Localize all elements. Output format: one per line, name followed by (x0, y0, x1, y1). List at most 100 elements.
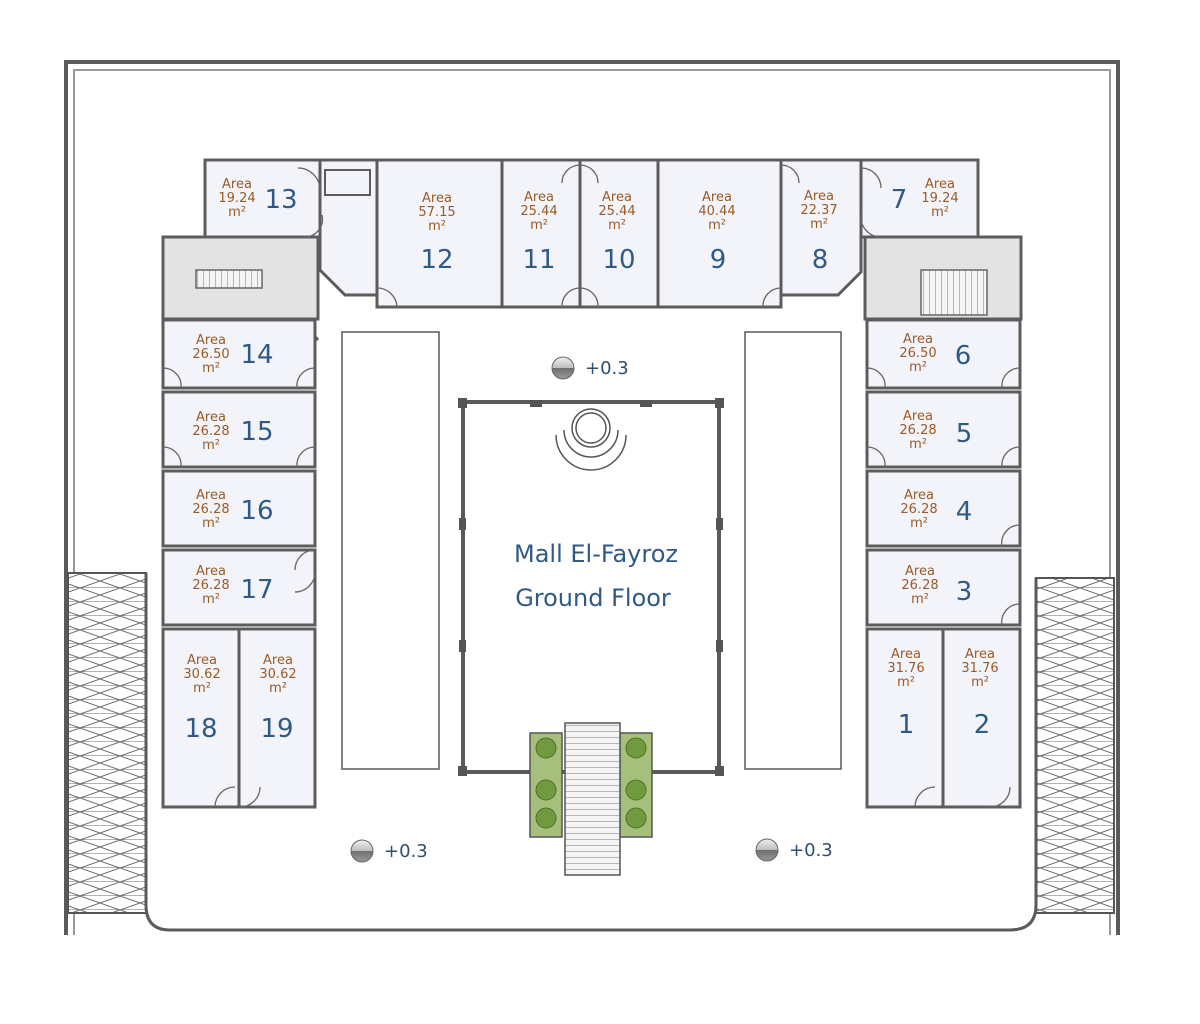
shop-number: 8 (812, 245, 829, 275)
shop-1-room (865, 627, 945, 809)
shop-11-room (500, 158, 582, 309)
shop-area-value: 25.44 (520, 204, 557, 219)
level-marker-icon (755, 838, 779, 862)
level-marker-text: +0.3 (585, 358, 629, 379)
shop-area-unit: m² (911, 592, 929, 607)
shop-number: 1 (898, 710, 915, 740)
door-swings (162, 164, 1021, 808)
shop-number: 2 (974, 710, 991, 740)
shop-area-value: 26.28 (192, 578, 229, 593)
shop-area-label: Area (965, 647, 995, 662)
shop-area-value: 31.76 (887, 661, 924, 676)
atrium (461, 400, 721, 774)
shop-7-room (859, 158, 980, 239)
shop-area-unit: m² (193, 681, 211, 696)
shop-area-value: 26.28 (900, 502, 937, 517)
shop-9-room (656, 158, 783, 309)
shop-number: 11 (522, 245, 555, 275)
shop-area-unit: m² (810, 217, 828, 232)
shop-19-room (237, 627, 317, 809)
shop-area-unit: m² (428, 219, 446, 234)
shop-number: 12 (420, 245, 453, 275)
plaza-boundary (144, 573, 1038, 932)
shop-area-value: 26.50 (192, 347, 229, 362)
shop-12-room (375, 158, 504, 309)
shop-number: 14 (240, 340, 273, 370)
shop-number: 18 (184, 714, 217, 744)
planter-strip-west (341, 331, 440, 770)
shop-area-label: Area (187, 653, 217, 668)
level-marker-bottom-left: +0.3 (350, 839, 428, 863)
shop-area-label: Area (422, 191, 452, 206)
shop-area-unit: m² (530, 218, 548, 233)
shop-number: 15 (240, 417, 273, 447)
shop-area-value: 57.15 (418, 205, 455, 220)
level-marker-text: +0.3 (384, 841, 428, 862)
shop-area-value: 25.44 (598, 204, 635, 219)
shop-area-value: 26.50 (899, 346, 936, 361)
shop-6-room (865, 318, 1022, 390)
shop-8-room (779, 158, 863, 297)
entrance-stairs (564, 722, 621, 876)
shop-area-unit: m² (269, 681, 287, 696)
shop-area-value: 31.76 (961, 661, 998, 676)
shop-number: 7 (891, 185, 908, 215)
shop-area-label: Area (602, 190, 632, 205)
plan-title-line2: Ground Floor (515, 584, 671, 612)
shop-number: 10 (602, 245, 635, 275)
shop-number: 13 (264, 185, 297, 215)
shop-area-unit: m² (608, 218, 626, 233)
shop-area-unit: m² (910, 516, 928, 531)
shop-area-unit: m² (931, 205, 949, 220)
shop-area-label: Area (196, 488, 226, 503)
fountain (555, 408, 627, 471)
shop-5-room (865, 390, 1022, 469)
shop-area-value: 22.37 (800, 203, 837, 218)
shop-number: 16 (240, 496, 273, 526)
shop-area-label: Area (925, 177, 955, 192)
shop-number: 4 (956, 497, 973, 527)
shop-number: 19 (260, 714, 293, 744)
shop-area-label: Area (903, 409, 933, 424)
level-marker-icon (350, 839, 374, 863)
shop-area-label: Area (196, 410, 226, 425)
level-marker-icon (551, 356, 575, 380)
stair-west (195, 269, 263, 289)
shop-area-value: 40.44 (698, 204, 735, 219)
shop-area-unit: m² (909, 437, 927, 452)
shop-area-unit: m² (202, 592, 220, 607)
shop-area-value: 26.28 (899, 423, 936, 438)
shop-area-unit: m² (228, 205, 246, 220)
level-marker-text: +0.3 (789, 840, 833, 861)
shop-10-room (578, 158, 660, 309)
shop-2-room (941, 627, 1022, 809)
shop-area-unit: m² (202, 361, 220, 376)
shop-3-room (865, 548, 1022, 627)
stair-east (920, 269, 988, 316)
shop-4-room (865, 469, 1022, 548)
shop-14-room (161, 318, 317, 390)
shop-number: 6 (955, 341, 972, 371)
planter-strip-east (744, 331, 842, 770)
shop-number: 9 (710, 245, 727, 275)
shop-number: 17 (240, 575, 273, 605)
shop-area-label: Area (804, 189, 834, 204)
plan-title-line1: Mall El-Fayroz (514, 540, 678, 568)
shop-area-value: 26.28 (192, 502, 229, 517)
shop-area-value: 30.62 (259, 667, 296, 682)
